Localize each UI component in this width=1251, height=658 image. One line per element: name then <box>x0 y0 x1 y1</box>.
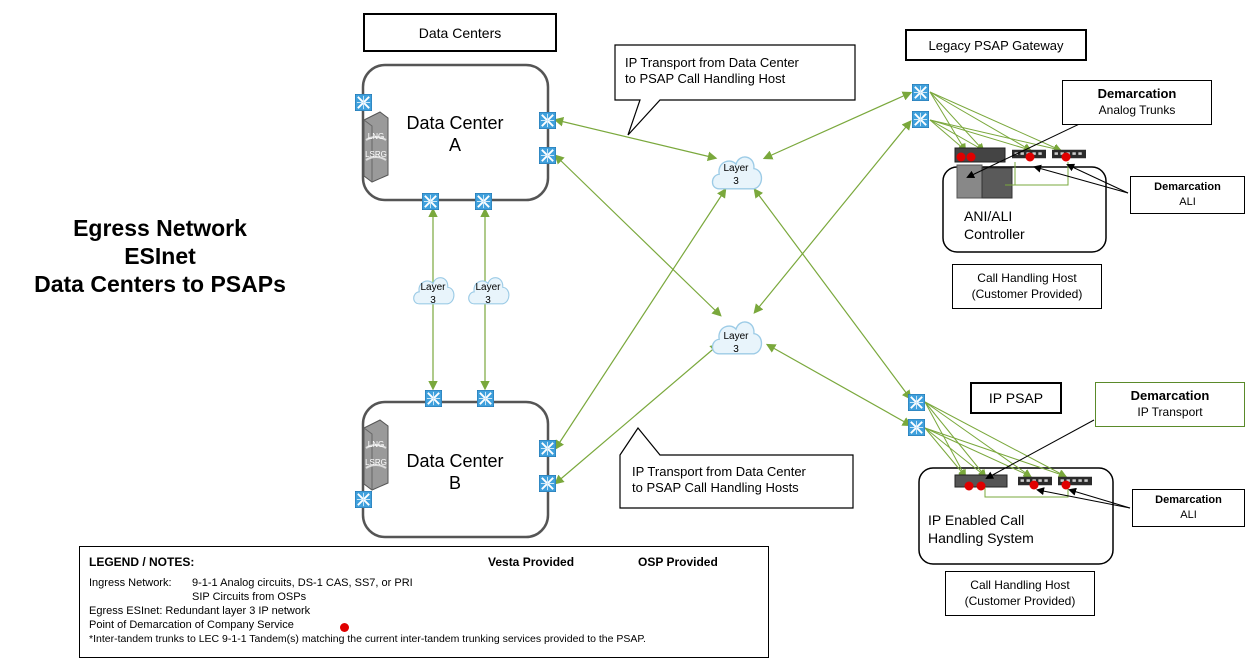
legend-vesta-header: Vesta Provided <box>488 555 575 569</box>
title-line-2: ESInet <box>124 243 196 269</box>
call-handling-host-bottom: Call Handling Host (Customer Provided) <box>945 571 1095 616</box>
data-centers-label: Data Centers <box>363 13 557 52</box>
demarcation-ip-transport: Demarcation IP Transport <box>1095 382 1245 427</box>
switch-icon <box>908 419 925 436</box>
server-icon <box>363 111 389 183</box>
switch-icon <box>912 111 929 128</box>
diagram-title: Egress Network ESInet Data Centers to PS… <box>10 214 310 298</box>
switch-icon <box>908 394 925 411</box>
lng-lsrg-label-a: LNG LSRG <box>365 132 387 159</box>
data-center-b-title: Data Center B <box>406 451 504 493</box>
lng-lsrg-label-b: LNG LSRG <box>365 440 387 467</box>
legend-note: *Inter-tandem trunks to LEC 9-1-1 Tandem… <box>89 633 646 645</box>
switch-icon <box>477 390 494 407</box>
legend-box: LEGEND / NOTES: Vesta Provided OSP Provi… <box>79 546 769 658</box>
legend-demarc-point: Point of Demarcation of Company Service <box>89 619 294 631</box>
switch-icon <box>355 491 372 508</box>
legend-title: LEGEND / NOTES: <box>89 555 195 569</box>
red-dot-icon <box>976 481 986 491</box>
legend-ingress-label: Ingress Network: <box>89 577 172 589</box>
switch-icon <box>355 94 372 111</box>
callout-top-text: IP Transport from Data Center to PSAP Ca… <box>625 55 799 86</box>
legend-ingress-text-1: 9-1-1 Analog circuits, DS-1 CAS, SS7, or… <box>192 577 413 589</box>
demarcation-ali-top: Demarcation ALI <box>1130 176 1245 214</box>
switch-icon <box>475 193 492 210</box>
legend-egress: Egress ESInet: Redundant layer 3 IP netw… <box>89 605 311 617</box>
legacy-psap-gateway-label: Legacy PSAP Gateway <box>905 29 1087 61</box>
switch-icon <box>539 475 556 492</box>
demarcation-analog-trunks: Demarcation Analog Trunks <box>1062 80 1212 125</box>
server-icon <box>363 419 389 491</box>
red-dot-icon <box>340 623 349 632</box>
switch-icon <box>539 440 556 457</box>
red-dot-icon <box>1025 152 1035 162</box>
data-center-a-title: Data Center A <box>406 113 504 155</box>
ip-psap-label: IP PSAP <box>970 382 1062 414</box>
red-dot-icon <box>1061 480 1071 490</box>
red-dot-icon <box>966 152 976 162</box>
data-center-a-box <box>361 63 550 202</box>
call-handling-host-bottom-box <box>918 467 1114 565</box>
call-handling-host-top: Call Handling Host (Customer Provided) <box>952 264 1102 309</box>
red-dot-icon <box>1061 152 1071 162</box>
title-line-3: Data Centers to PSAPs <box>34 271 286 297</box>
title-line-1: Egress Network <box>73 215 247 241</box>
red-dot-icon <box>964 481 974 491</box>
demarcation-ali-bottom: Demarcation ALI <box>1132 489 1245 527</box>
ip-enabled-call-handling-label: IP Enabled Call Handling System <box>928 512 1034 546</box>
legend-osp-header: OSP Provided <box>638 555 718 569</box>
red-dot-icon <box>956 152 966 162</box>
switch-icon <box>539 147 556 164</box>
red-dot-icon <box>1029 480 1039 490</box>
switch-icon <box>422 193 439 210</box>
switch-icon <box>539 112 556 129</box>
switch-icon <box>912 84 929 101</box>
callout-bottom-text: IP Transport from Data Center to PSAP Ca… <box>632 464 806 495</box>
data-center-b-box <box>361 400 550 539</box>
ani-ali-controller-label: ANI/ALI Controller <box>964 208 1025 242</box>
switch-icon <box>425 390 442 407</box>
legend-ingress-text-2: SIP Circuits from OSPs <box>192 591 307 603</box>
